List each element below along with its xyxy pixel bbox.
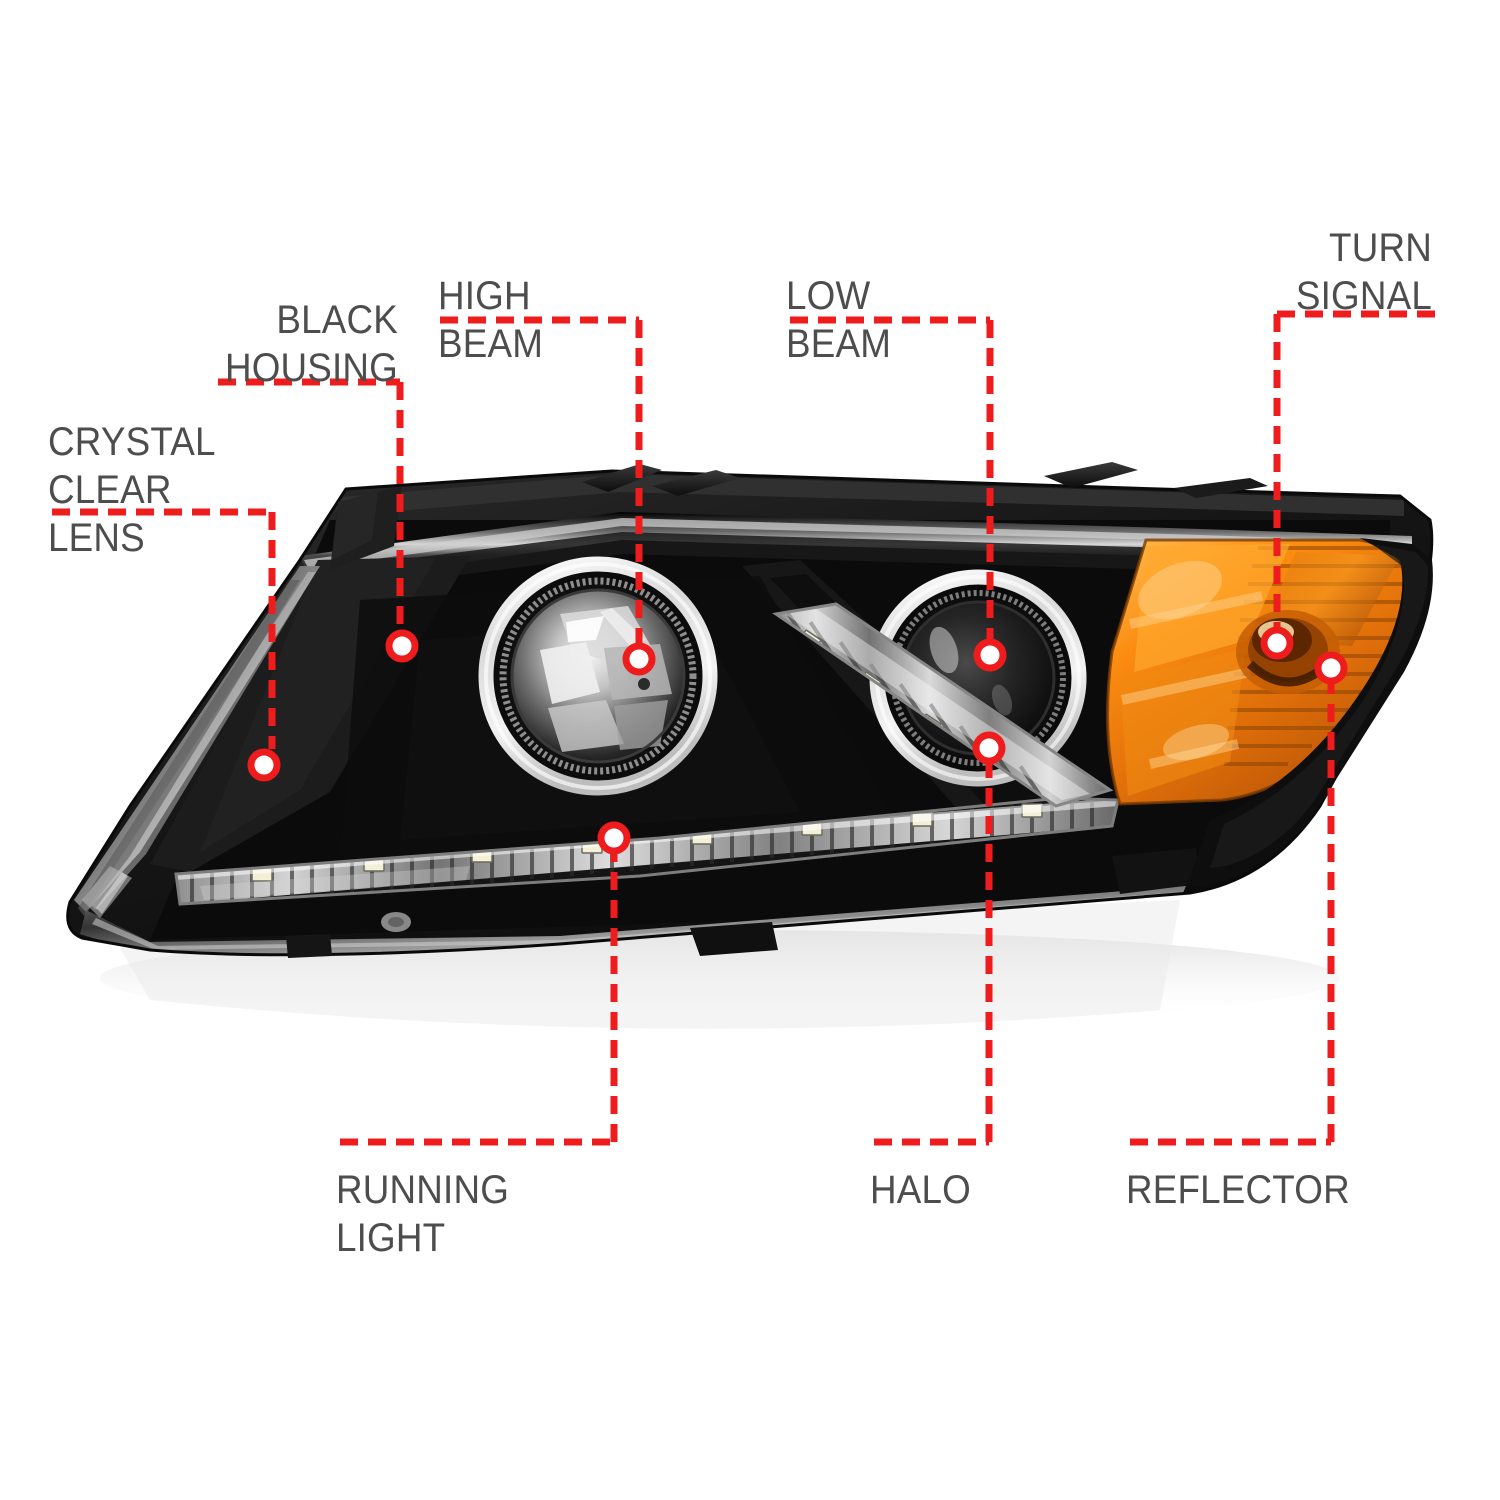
callout-label-running-light: RUNNING LIGHT xyxy=(336,1168,510,1260)
callout-label-crystal-clear-lens: CRYSTAL CLEAR LENS xyxy=(48,420,216,560)
callout-dot-black-housing[interactable] xyxy=(385,629,419,663)
callout-label-turn-signal: TURN SIGNAL xyxy=(1295,226,1432,318)
lens-screw-detail xyxy=(381,912,411,932)
callout-dot-turn-signal[interactable] xyxy=(1260,626,1294,660)
low-beam-projector xyxy=(869,569,1087,787)
headlight-housing-body xyxy=(66,469,1434,957)
callout-label-high-beam: HIGH BEAM xyxy=(438,274,544,366)
callout-dot-crystal-clear-lens[interactable] xyxy=(247,748,281,782)
callout-dot-halo[interactable] xyxy=(972,731,1006,765)
mounting-tabs xyxy=(286,462,1268,958)
callout-dot-reflector[interactable] xyxy=(1314,651,1348,685)
callout-dot-high-beam[interactable] xyxy=(622,642,656,676)
callout-dot-running-light[interactable] xyxy=(597,821,631,855)
outer-bezel-right xyxy=(1186,538,1433,888)
callout-label-reflector: REFLECTOR xyxy=(1126,1168,1350,1212)
callout-label-low-beam: LOW BEAM xyxy=(786,274,892,366)
callout-label-black-housing: BLACK HOUSING xyxy=(224,298,398,390)
callout-label-halo: HALO xyxy=(870,1168,971,1212)
callout-dot-low-beam[interactable] xyxy=(973,638,1007,672)
crystal-clear-lens-tip xyxy=(82,866,132,918)
led-running-light-strip xyxy=(174,602,1120,906)
